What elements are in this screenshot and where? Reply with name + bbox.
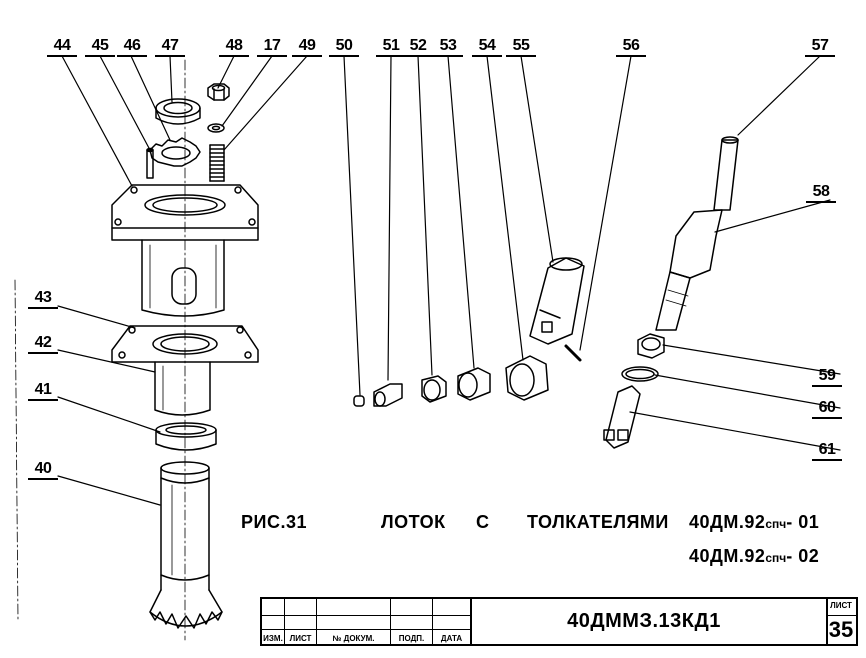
part-17-washer <box>207 123 225 133</box>
part-52-collar <box>421 375 447 403</box>
callout-42: 42 <box>28 334 58 354</box>
part-59-nut <box>637 333 665 359</box>
callout-57: 57 <box>805 37 835 57</box>
callout-43: 43 <box>28 289 58 309</box>
callout-49: 49 <box>292 37 322 57</box>
callout-47: 47 <box>155 37 185 57</box>
model-2-suffix: - 02 <box>786 546 820 566</box>
callout-60: 60 <box>812 399 842 419</box>
caption-word-1: ЛОТОК <box>381 512 446 532</box>
sheet-label: ЛИСТ <box>830 601 852 610</box>
callout-45: 45 <box>85 37 115 57</box>
callout-50: 50 <box>329 37 359 57</box>
callout-56: 56 <box>616 37 646 57</box>
figure-number: РИС.31 <box>241 512 307 532</box>
part-42-sleeve <box>154 361 211 416</box>
col-date: ДАТА <box>440 634 463 643</box>
part-51-bushing <box>373 383 403 407</box>
part-54-ring <box>505 355 549 401</box>
caption-model-2: 40ДМ.92спч- 02 <box>689 546 819 567</box>
part-45-pin <box>146 147 154 179</box>
callout-51: 51 <box>376 37 406 57</box>
part-46-lock-washer <box>149 137 201 167</box>
part-60-o-ring <box>621 366 659 382</box>
part-44-housing <box>111 184 259 317</box>
col-izm: ИЗМ. <box>263 634 283 643</box>
model-1-main: 40ДМ.92 <box>689 512 766 532</box>
col-signature: ПОДП. <box>398 634 425 643</box>
callout-61: 61 <box>812 441 842 461</box>
callout-48: 48 <box>219 37 249 57</box>
part-57-shaft <box>713 136 739 211</box>
caption-model-1: 40ДМ.92спч- 01 <box>689 512 819 533</box>
center-axis <box>14 59 186 641</box>
part-58-sleeve <box>655 209 723 331</box>
col-doc-number: № ДОКУМ. <box>332 634 375 643</box>
part-40-shaft-gear <box>149 461 223 629</box>
caption-word-2: С <box>476 512 490 532</box>
callout-54: 54 <box>472 37 502 57</box>
callout-52: 52 <box>403 37 433 57</box>
model-1-sub: спч <box>765 517 787 531</box>
callout-40: 40 <box>28 460 58 480</box>
sheet-number: 35 <box>828 617 854 642</box>
callout-59: 59 <box>812 367 842 387</box>
callout-46: 46 <box>117 37 147 57</box>
part-47-ring <box>155 98 201 125</box>
model-2-sub: спч <box>765 551 787 565</box>
part-48-nut <box>207 83 230 101</box>
callout-41: 41 <box>28 381 58 401</box>
part-49-spring <box>209 144 225 182</box>
model-2-main: 40ДМ.92 <box>689 546 766 566</box>
callout-44: 44 <box>47 37 77 57</box>
part-50-screw <box>353 395 365 407</box>
part-53-bushing <box>457 367 491 401</box>
leader-lines <box>57 55 841 506</box>
part-56-pin <box>564 344 582 362</box>
col-list: ЛИСТ <box>289 634 312 643</box>
title-block: ИЗМ. ЛИСТ № ДОКУМ. ПОДП. ДАТА 40ДММЗ.13К… <box>260 597 858 646</box>
callout-55: 55 <box>506 37 536 57</box>
caption-word-3: ТОЛКАТЕЛЯМИ <box>527 512 669 532</box>
part-43-plate <box>111 325 259 363</box>
part-61-pusher <box>603 385 641 449</box>
part-55-pusher <box>529 257 585 345</box>
document-designation: 40ДММЗ.13КД1 <box>567 610 721 632</box>
callout-58: 58 <box>806 183 836 203</box>
part-41-bearing <box>155 422 217 451</box>
callout-53: 53 <box>433 37 463 57</box>
model-1-suffix: - 01 <box>786 512 820 532</box>
callout-17: 17 <box>257 37 287 57</box>
